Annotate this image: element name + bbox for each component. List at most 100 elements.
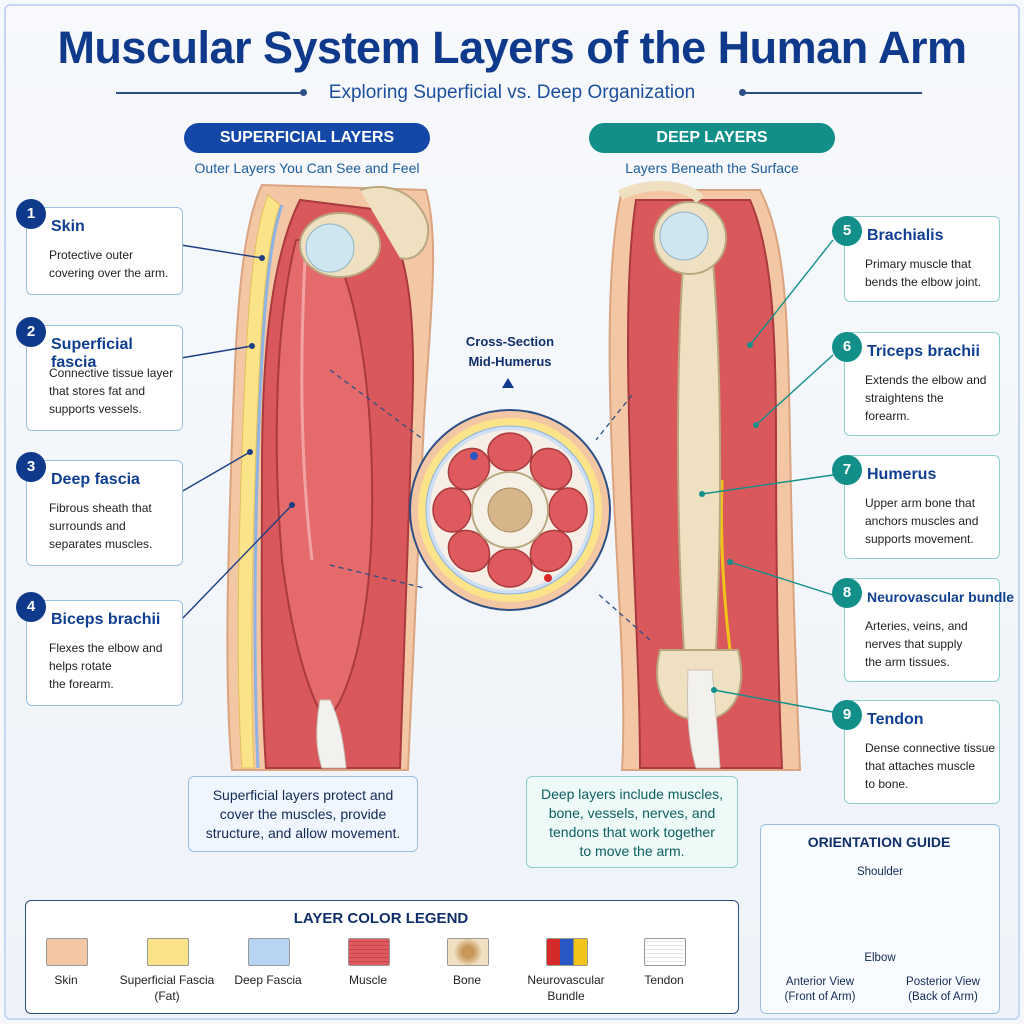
superficial-arm-illustration bbox=[226, 183, 435, 771]
cross-section-arrow-icon bbox=[502, 378, 514, 388]
description-line: nerves that supply bbox=[865, 637, 963, 651]
legend-label: Tendon bbox=[609, 972, 719, 988]
layer-number-badge: 2 bbox=[16, 317, 46, 347]
legend-label: Bone bbox=[412, 972, 522, 988]
note-line: structure, and allow movement. bbox=[205, 825, 401, 841]
layer-title: Biceps brachii bbox=[51, 611, 161, 628]
orientation-guide bbox=[760, 824, 1000, 1014]
deep-layers-heading: DEEP LAYERS bbox=[589, 123, 835, 153]
description-line: supports vessels. bbox=[49, 402, 142, 416]
muscle-bundle bbox=[432, 487, 472, 533]
note-line: cover the muscles, provide bbox=[219, 806, 387, 822]
legend-swatch bbox=[147, 938, 189, 966]
legend-label-line: Skin bbox=[54, 973, 78, 987]
layer-description: Primary muscle that bends the elbow joint… bbox=[865, 255, 981, 291]
cross-section-label-line1: Cross-Section bbox=[465, 334, 555, 349]
layer-title: Humerus bbox=[867, 466, 937, 483]
description-line: anchors muscles and bbox=[865, 514, 979, 528]
cross-section-illustration bbox=[409, 409, 611, 611]
description-line: Connective tissue layer bbox=[49, 366, 174, 380]
legend-swatch bbox=[348, 938, 390, 966]
page-subtitle: Exploring Superficial vs. Deep Organizat… bbox=[328, 82, 696, 103]
description-line: Primary muscle that bbox=[865, 257, 972, 271]
description-line: that stores fat and bbox=[49, 384, 146, 398]
legend-swatch bbox=[248, 938, 290, 966]
description-line: covering over the arm. bbox=[49, 266, 169, 280]
layer-number-badge: 4 bbox=[16, 592, 46, 622]
description-line: Upper arm bone that bbox=[865, 496, 976, 510]
legend-swatch bbox=[46, 938, 88, 966]
description-line: Arteries, veins, and bbox=[865, 619, 968, 633]
description-line: separates muscles. bbox=[49, 537, 153, 551]
legend-label-line: Superficial Fascia bbox=[119, 973, 215, 987]
description-line: to bone. bbox=[865, 777, 909, 791]
layer-title: Skin bbox=[51, 218, 85, 235]
subtitle-rule-left bbox=[116, 92, 304, 94]
subtitle-rule-right bbox=[744, 92, 922, 94]
shoulder-label: Shoulder bbox=[856, 866, 904, 878]
legend-label-line: Neurovascular bbox=[527, 973, 605, 987]
anterior-view-sublabel: (Front of Arm) bbox=[784, 991, 856, 1003]
orientation-guide-title: ORIENTATION GUIDE bbox=[807, 834, 951, 850]
legend-label-line: Muscle bbox=[348, 973, 387, 987]
layer-title: Superficial fascia bbox=[51, 336, 133, 371]
deep-arm-illustration bbox=[608, 180, 802, 771]
layer-number-badge: 5 bbox=[832, 216, 862, 246]
page-title: Muscular System Layers of the Human Arm bbox=[57, 22, 967, 73]
note-line: tendons that work together bbox=[549, 824, 715, 840]
posterior-view-sublabel: (Back of Arm) bbox=[908, 991, 978, 1003]
layer-number-badge: 7 bbox=[832, 455, 862, 485]
legend-label: Muscle bbox=[313, 972, 423, 988]
description-line: Dense connective tissue bbox=[865, 741, 996, 755]
superficial-layers-subheading: Outer Layers You Can See and Feel bbox=[194, 160, 420, 176]
muscle-bundle bbox=[487, 432, 533, 472]
note-line: bone, vessels, nerves, and bbox=[548, 805, 716, 821]
description-line: the arm tissues. bbox=[865, 655, 950, 669]
layer-number-badge: 6 bbox=[832, 332, 862, 362]
description-line: bends the elbow joint. bbox=[865, 275, 982, 289]
description-line: that attaches muscle bbox=[865, 759, 976, 773]
legend-label-line: (Fat) bbox=[154, 989, 180, 1003]
legend-label: Superficial Fascia (Fat) bbox=[112, 972, 222, 1004]
description-line: straightens the bbox=[865, 391, 944, 405]
layer-description: Protective outer covering over the arm. bbox=[49, 246, 168, 282]
superficial-layers-heading: SUPERFICIAL LAYERS bbox=[184, 123, 430, 153]
legend-swatch bbox=[546, 938, 588, 966]
subtitle-dot-left bbox=[300, 89, 307, 96]
legend-label-line: Bone bbox=[452, 973, 482, 987]
description-line: Protective outer bbox=[49, 248, 134, 262]
layer-title: Brachialis bbox=[867, 227, 944, 244]
posterior-view-label: Posterior View bbox=[906, 976, 980, 988]
note-line: to move the arm. bbox=[579, 843, 685, 859]
cross-section-label-line2: Mid-Humerus bbox=[468, 354, 552, 369]
layer-number-badge: 1 bbox=[16, 199, 46, 229]
layer-description: Arteries, veins, and nerves that supply th… bbox=[865, 617, 968, 671]
muscle-bundle bbox=[548, 487, 588, 533]
legend-label: Deep Fascia bbox=[213, 972, 323, 988]
note-line: Superficial layers protect and bbox=[212, 787, 394, 803]
muscle-bundle bbox=[487, 548, 533, 588]
deep-summary-note: Deep layers include muscles, bone, vesse… bbox=[526, 776, 738, 868]
description-line: Flexes the elbow and bbox=[49, 641, 163, 655]
legend-label: Skin bbox=[11, 972, 121, 988]
deep-layers-subheading: Layers Beneath the Surface bbox=[625, 160, 799, 176]
layer-title: Neurovascular bundle bbox=[867, 589, 1015, 605]
layer-title: Deep fascia bbox=[51, 471, 140, 488]
description-line: the forearm. bbox=[49, 677, 114, 691]
layer-number-badge: 9 bbox=[832, 700, 862, 730]
description-line: forearm. bbox=[865, 409, 910, 423]
layer-number-badge: 3 bbox=[16, 452, 46, 482]
subtitle-dot-right bbox=[739, 89, 746, 96]
legend-swatch bbox=[644, 938, 686, 966]
